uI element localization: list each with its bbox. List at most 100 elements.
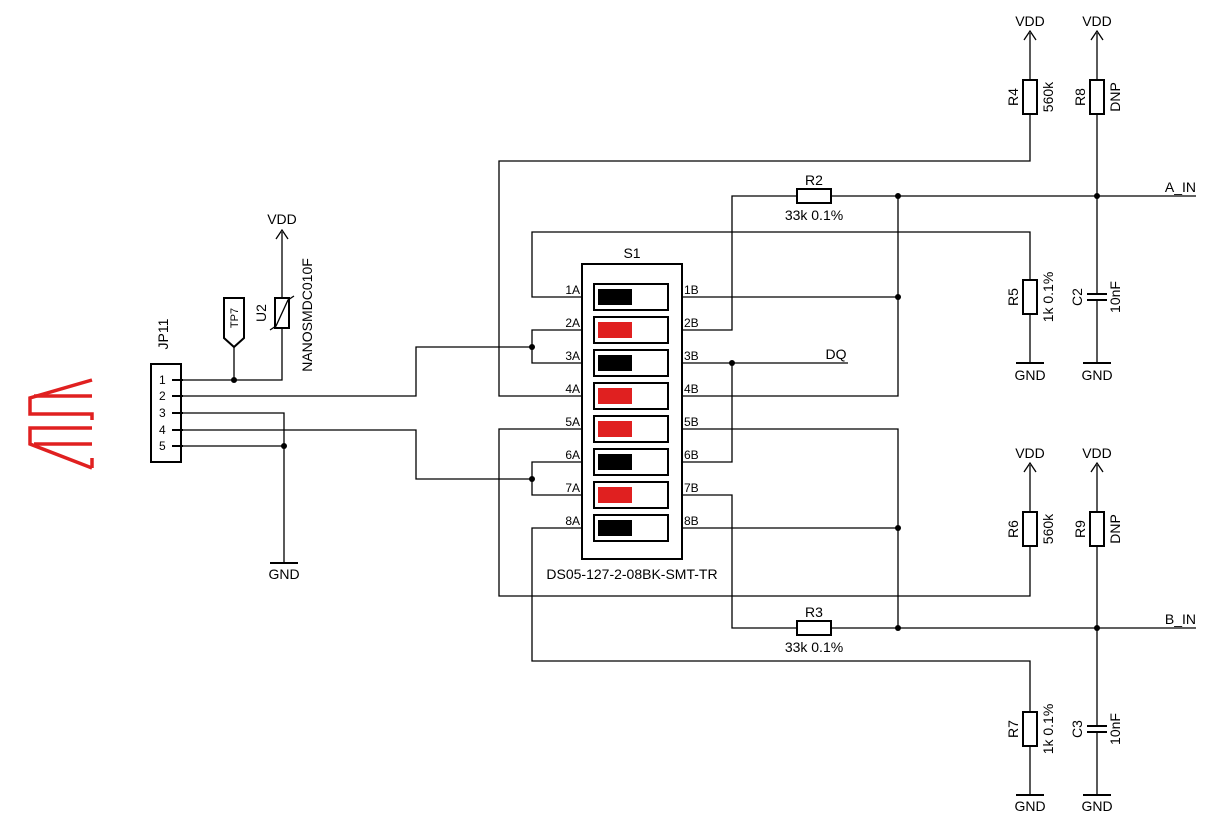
vdd-label: VDD (1015, 445, 1045, 461)
capacitor-value: 10nF (1107, 713, 1123, 745)
capacitor-c2: GND C2 10nF (1069, 281, 1123, 383)
vdd-label: VDD (1015, 13, 1045, 29)
resistor-ref: R7 (1005, 720, 1021, 738)
capacitor-ref: C3 (1069, 720, 1085, 738)
switch-right-pins: 1B 2B 3B 4B 5B 6B 7B 8B (684, 283, 699, 528)
vdd-label: VDD (1082, 13, 1112, 29)
switch-left-wires (498, 130, 1031, 695)
switch-actuator-red (598, 322, 632, 338)
connector-jp11: JP11 1 2 3 4 5 (150, 318, 183, 463)
switch-pin-label: 2A (565, 316, 580, 330)
connector-ref: JP11 (155, 318, 171, 349)
connector-pin-label: 2 (159, 389, 166, 403)
resistor-r9: VDD R9 DNP (1072, 445, 1123, 795)
junction-dot (1094, 625, 1100, 631)
switch-pin-label: 7B (684, 481, 699, 495)
fuse-value: NANOSMDC010F (299, 258, 315, 372)
gnd-label: GND (1081, 798, 1112, 814)
gnd-label: GND (268, 566, 299, 582)
switch-actuator-black (598, 355, 632, 371)
red-arrow-icons (28, 378, 94, 470)
switch-pin-label: 5B (684, 415, 699, 429)
switch-pin-label: 4B (684, 382, 699, 396)
resistor-ref: R8 (1072, 88, 1088, 106)
connector-pin-label: 5 (159, 439, 166, 453)
resistor-r5: GND R5 1k 0.1% (1005, 263, 1056, 383)
junction-dot (281, 443, 287, 449)
resistor-ref: R3 (805, 604, 823, 620)
gnd-label: GND (1014, 367, 1045, 383)
switch-pin-label: 4A (565, 382, 580, 396)
gnd-label: GND (1081, 367, 1112, 383)
junction-dot (895, 525, 901, 531)
junction-dot (529, 344, 535, 350)
test-point-tp7: TP7 (223, 297, 245, 380)
resistor-r6: VDD R6 560k (1005, 445, 1056, 560)
switch-actuator-red (598, 388, 632, 404)
junction-dot (529, 476, 535, 482)
gnd-label: GND (1014, 798, 1045, 814)
junction-dot (1094, 193, 1100, 199)
switch-pin-label: 6B (684, 448, 699, 462)
switch-pin-label: 1A (565, 283, 580, 297)
switch-actuator-black (598, 454, 632, 470)
resistor-value: 33k 0.1% (785, 207, 843, 223)
connector-wires (183, 328, 532, 563)
dip-switch-s1: S1 DS05-127-2-08BK-SMT-TR 1A 2A 3A 4A 5A… (546, 245, 717, 582)
switch-pin-label: 3A (565, 349, 580, 363)
resistor-r2: R2 33k 0.1% (785, 172, 843, 223)
resistor-ref: R5 (1005, 288, 1021, 306)
switch-positions (593, 283, 669, 542)
net-label-a-in: A_IN (1165, 179, 1196, 195)
resistor-value: 1k 0.1% (1040, 704, 1056, 755)
switch-ref: S1 (623, 245, 640, 261)
resistor-ref: R6 (1005, 520, 1021, 538)
switch-actuator-black (598, 520, 632, 536)
test-point-ref: TP7 (229, 308, 241, 328)
capacitor-c3: GND C3 10nF (1069, 713, 1123, 814)
resistor-ref: R2 (805, 172, 823, 188)
resistor-ref: R9 (1072, 520, 1088, 538)
resistor-value: 560k (1040, 81, 1056, 112)
resistor-r4: VDD R4 560k (1005, 13, 1056, 130)
switch-part: DS05-127-2-08BK-SMT-TR (546, 566, 717, 582)
switch-left-pins: 1A 2A 3A 4A 5A 6A 7A 8A (565, 283, 580, 528)
resistor-value: DNP (1107, 514, 1123, 544)
resistor-value: 560k (1040, 513, 1056, 544)
switch-actuator-black (598, 289, 632, 305)
red-arrow-lower-icon (28, 426, 93, 470)
capacitor-value: 10nF (1107, 281, 1123, 313)
switch-pin-label: 6A (565, 448, 580, 462)
connector-pin-label: 4 (159, 423, 166, 437)
resistor-value: 1k 0.1% (1040, 272, 1056, 323)
vdd-label: VDD (267, 211, 297, 227)
switch-pin-label: 3B (684, 349, 699, 363)
vdd-label: VDD (1082, 445, 1112, 461)
net-label-dq: DQ (826, 346, 847, 362)
switch-actuator-red (598, 487, 632, 503)
fuse-ref: U2 (253, 304, 269, 322)
resistor-ref: R4 (1005, 88, 1021, 106)
junction-dot (895, 625, 901, 631)
resistor-r3: R3 33k 0.1% (785, 604, 843, 655)
resistor-r8: VDD R8 DNP (1072, 13, 1123, 363)
junction-dot (895, 193, 901, 199)
capacitor-ref: C2 (1069, 288, 1085, 306)
resistor-value: 33k 0.1% (785, 639, 843, 655)
net-label-b-in: B_IN (1165, 611, 1196, 627)
resistor-r7: GND R7 1k 0.1% (1005, 695, 1056, 814)
gnd-symbol-connector: GND (268, 562, 300, 582)
resistor-value: DNP (1107, 82, 1123, 112)
switch-pin-label: 2B (684, 316, 699, 330)
switch-pin-label: 7A (565, 481, 580, 495)
connector-pin-label: 1 (159, 373, 166, 387)
switch-pin-label: 8B (684, 514, 699, 528)
fuse-u2: VDD U2 NANOSMDC010F (253, 211, 315, 372)
switch-pin-label: 5A (565, 415, 580, 429)
switch-right-wires: DQ (682, 193, 1196, 631)
red-arrow-upper-icon (28, 378, 94, 420)
switch-pin-label: 1B (684, 283, 699, 297)
junction-dot (895, 294, 901, 300)
switch-pin-label: 8A (565, 514, 580, 528)
